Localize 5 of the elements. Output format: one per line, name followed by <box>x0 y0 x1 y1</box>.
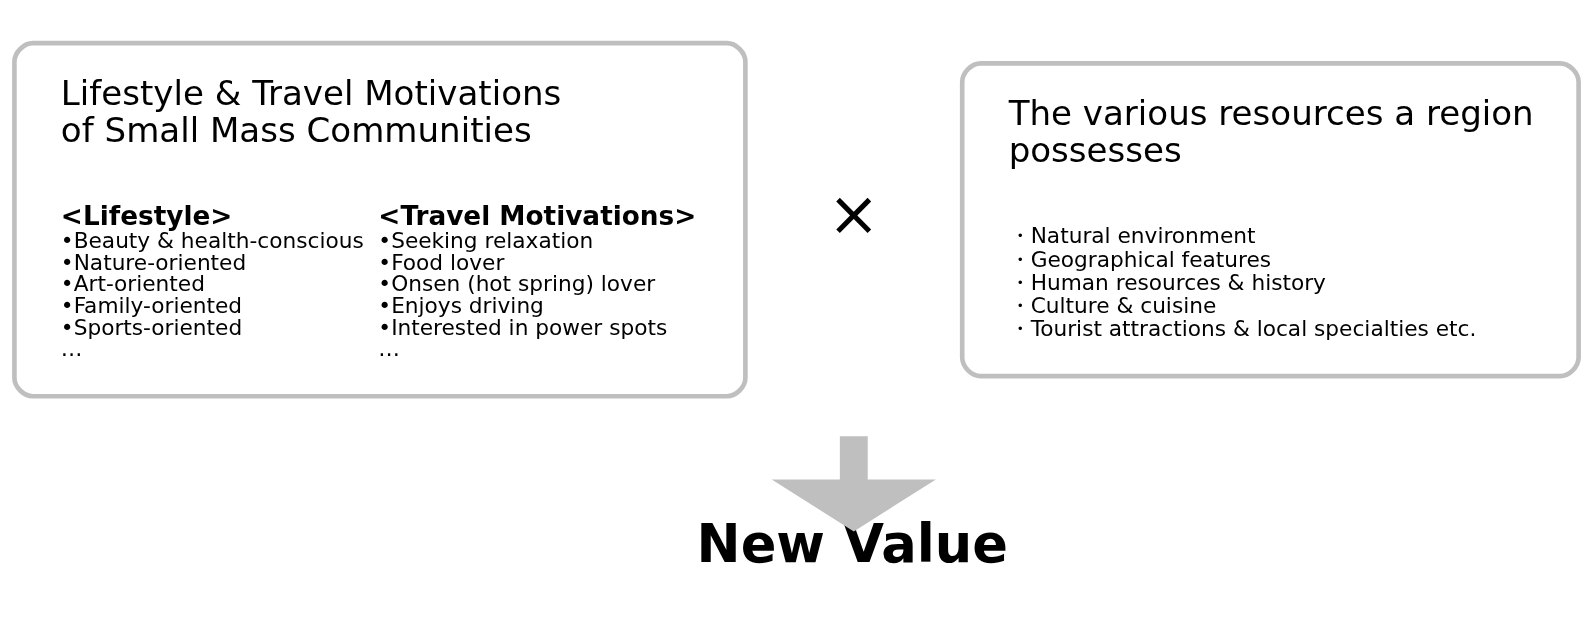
label: × <box>827 177 880 250</box>
arrow <box>771 435 936 532</box>
node-text: New Value <box>696 512 1008 574</box>
node-box: The various resources a region possesses ・Natural environment ・Geographical features ・Human resources & history ・Culture & cuisine ・Tourist attractions & local specialties etc. <box>959 60 1581 378</box>
node-box: Lifestyle & Travel Motivations of Small Mass Communities <Lifestyle> •Beauty & health-conscious •Nature-oriented •Art-oriented •Family-oriented •Sports-oriented … <Travel Motivations> •Seeking relaxation •Food lover •Onsen (hot spring) lover •Enjoys driving •Interested in power spots … <box>12 40 748 399</box>
